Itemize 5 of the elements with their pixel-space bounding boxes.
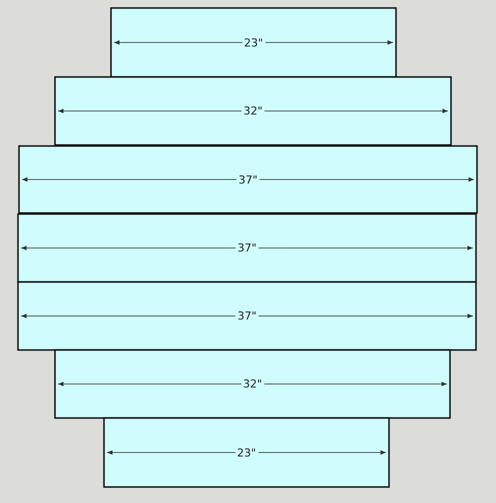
dimension-label: 32" — [241, 104, 265, 118]
dimension-label: 37" — [235, 310, 259, 322]
dimension-label: 37" — [235, 242, 259, 254]
dimension-label: 32" — [240, 378, 264, 390]
dimension-label: 37" — [236, 173, 260, 186]
